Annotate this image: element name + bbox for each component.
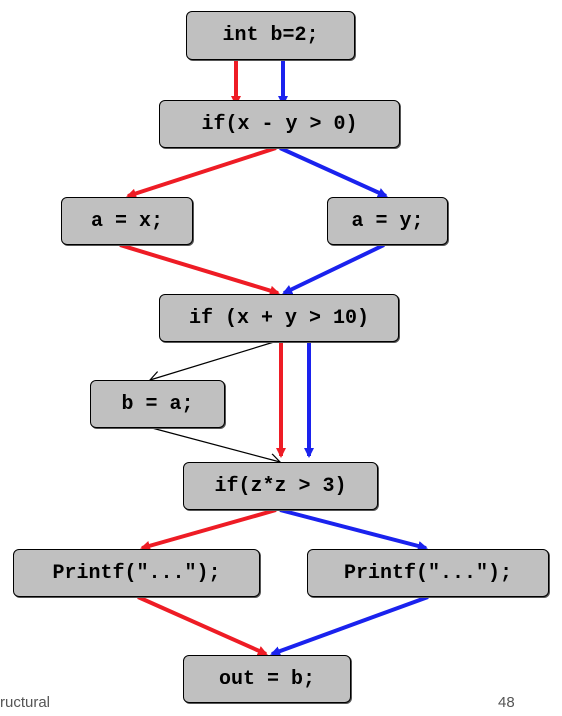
node-if-x-plus-y: if (x + y > 10) <box>159 294 399 342</box>
node-if-zz: if(z*z > 3) <box>183 462 378 510</box>
edge-plain-ba-to-ifzz <box>151 427 280 462</box>
edge-red-ifzz-to-printfl <box>140 508 277 551</box>
node-printf-right: Printf("..."); <box>307 549 549 597</box>
node-printf-left: Printf("..."); <box>13 549 260 597</box>
edge-red-ifxy-to-ax <box>126 146 277 199</box>
footer-left-text: ructural <box>0 694 51 711</box>
node-out-b: out = b; <box>183 655 351 703</box>
node-a-equals-y: a = y; <box>327 197 448 245</box>
edge-blue-ifzz-to-printfr <box>279 508 428 551</box>
node-b-equals-a: b = a; <box>90 380 225 428</box>
edge-plain-ifxy10-to-ba <box>150 341 275 380</box>
edge-blue-printfr-to-out <box>270 595 429 656</box>
edge-red-printfl-to-out <box>137 595 268 656</box>
node-if-x-minus-y: if(x - y > 0) <box>159 100 400 148</box>
node-a-equals-x: a = x; <box>61 197 193 245</box>
edge-blue-ifxy-to-ay <box>279 146 388 198</box>
edge-blue-ay-to-ifxy10 <box>282 243 385 295</box>
edge-red-ax-to-ifxy10 <box>119 243 280 296</box>
page-number: 48 <box>498 694 515 711</box>
node-int-b: int b=2; <box>186 11 355 60</box>
